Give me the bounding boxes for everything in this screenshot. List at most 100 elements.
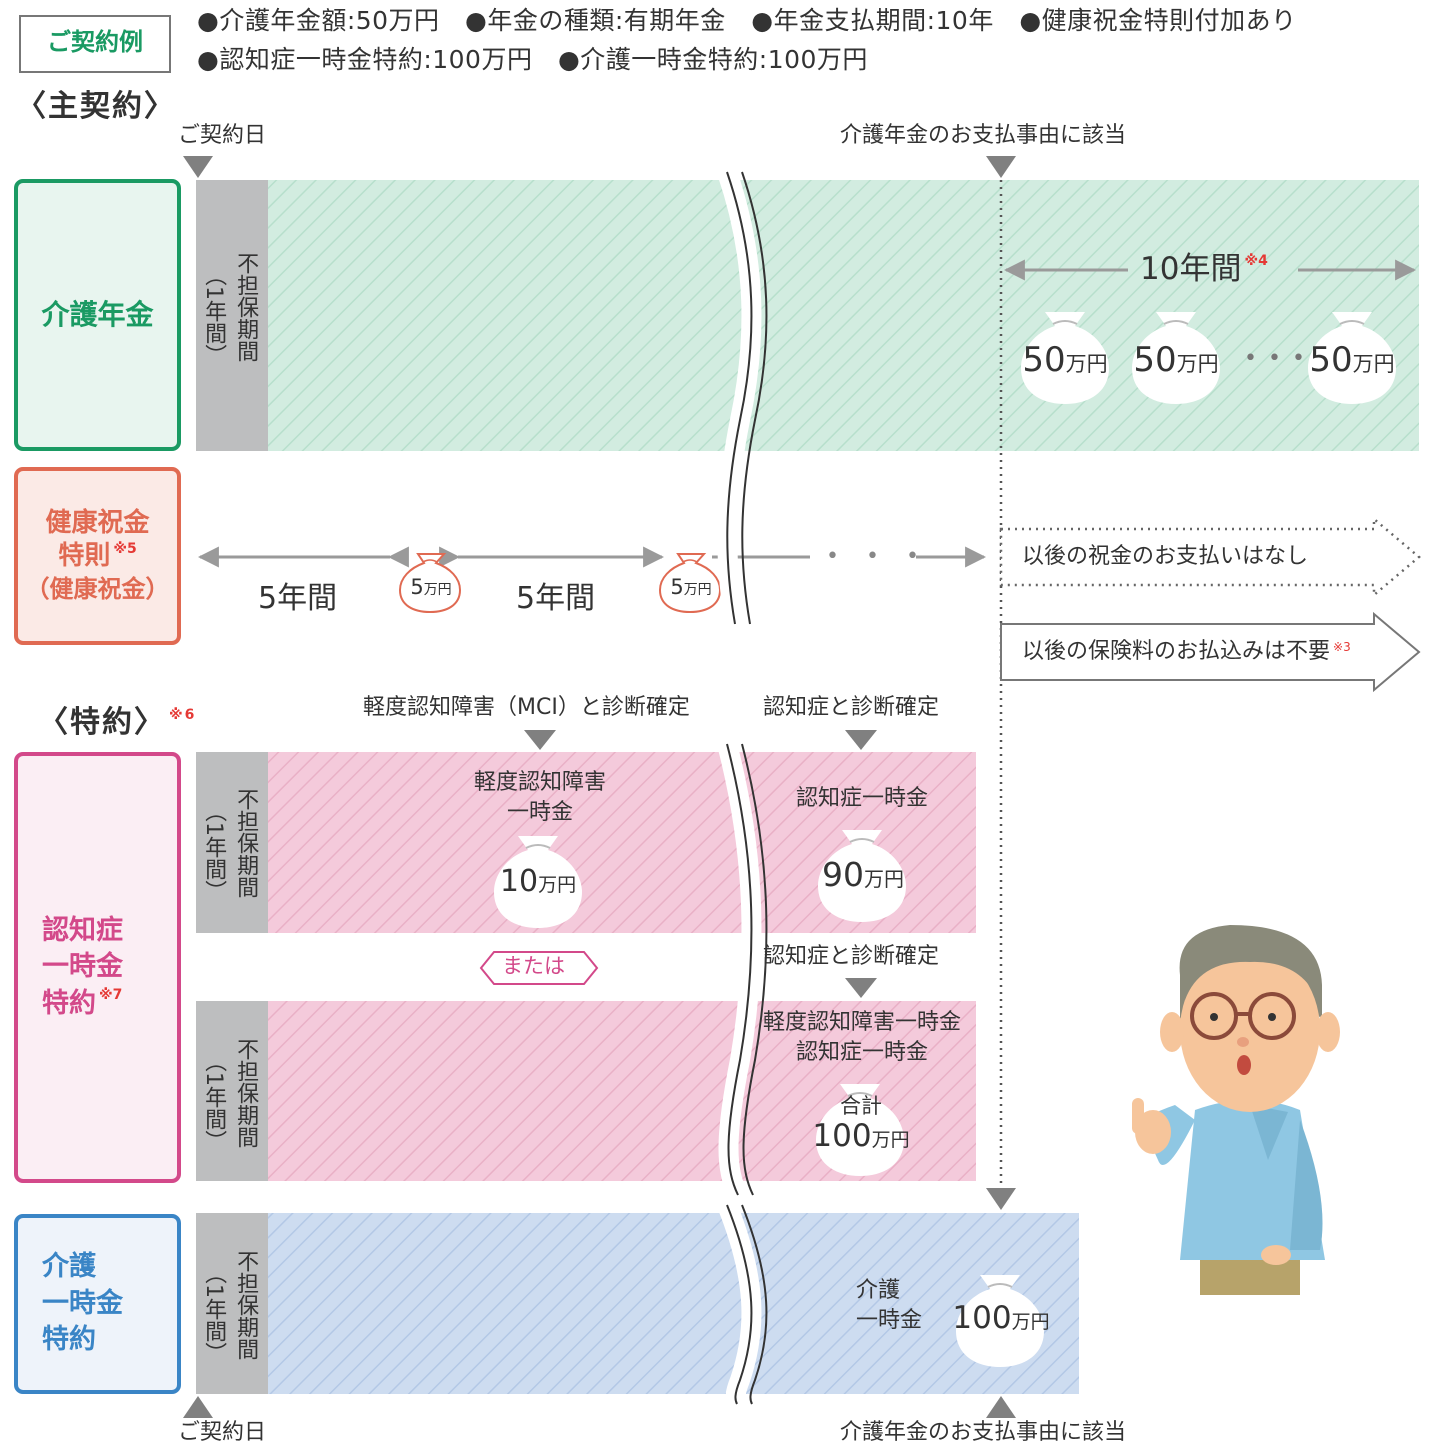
ninchisho-label: 認知症 一時金 特約※7 xyxy=(16,754,179,1181)
payment-3-unit: 万円 xyxy=(1352,352,1395,376)
ninchisho-lower-exemption-period: 不担保期間 xyxy=(233,1038,259,1148)
combined-amount-value: 100 xyxy=(812,1118,872,1154)
dementia-amount-value: 90 xyxy=(822,854,864,894)
kaigo-nenkin-label-text: 介護年金 xyxy=(41,297,154,331)
contract-date-label-bottom: ご契約日 xyxy=(178,1420,267,1445)
payment-1-unit: 万円 xyxy=(1065,352,1108,376)
kenko-label-line-3: （健康祝金） xyxy=(25,575,170,604)
ninchisho-label-line-3: 特約 xyxy=(42,987,96,1019)
kaigo-nenkin-label-frame xyxy=(14,179,181,451)
mci-amount-unit: 万円 xyxy=(538,874,577,896)
summary-badge: ご契約例 xyxy=(47,28,143,56)
kaigo-nenkin-coverage-bar xyxy=(268,180,1419,451)
trigger-label-bottom: 介護年金のお支払事由に該当 xyxy=(840,1420,1127,1445)
kaigo-ichijikin-exemption-period: 不担保期間 xyxy=(233,1250,259,1360)
dementia-diagnosis-event: 認知症と診断確定 xyxy=(763,695,940,720)
ninchisho-lower-exemption-bar xyxy=(196,1001,268,1181)
interval-label-1: 5年間 xyxy=(258,581,338,616)
summary-line-1: ●介護年金額:50万円 ●年金の種類:有期年金 ●年金支払期間:10年 ●健康祝… xyxy=(197,6,1297,35)
summary-badge-frame xyxy=(19,15,171,73)
combined-amount-unit: 万円 xyxy=(871,1129,910,1151)
combined-caption-line-1: 軽度認知障害一時金 xyxy=(762,1010,961,1035)
no-bonus-arrow xyxy=(999,516,1421,598)
no-premium-note: ※3 xyxy=(1333,640,1351,654)
dementia-event-marker-2 xyxy=(845,978,877,998)
payment-1-value: 50 xyxy=(1022,340,1066,380)
elderly-man-illustration xyxy=(1132,925,1340,1295)
trigger-marker-lower xyxy=(986,1188,1016,1210)
kenko-label-line-1: 健康祝金 xyxy=(45,507,150,538)
combined-total-label: 合計 xyxy=(840,1094,882,1118)
contract-date-marker-bottom xyxy=(183,1396,213,1418)
exemption-length-label: （1年間） xyxy=(201,264,227,366)
mci-event-marker xyxy=(524,730,556,750)
mci-amount-value: 10 xyxy=(499,864,539,899)
mci-caption: 軽度認知障害 一時金 xyxy=(440,768,640,827)
kaigo-ichijikin-amount-value: 100 xyxy=(952,1299,1012,1336)
ninchisho-label-line-3-wrap: 特約※7 xyxy=(42,986,122,1022)
rider-heading: 〈特約〉※6 xyxy=(38,708,196,738)
dementia-event-marker xyxy=(845,730,877,750)
kaigo-ichijikin-amount-unit: 万円 xyxy=(1011,1310,1050,1333)
kaigo-ichijikin-label-line-1: 介護 xyxy=(42,1251,96,1283)
kaigo-ichijikin-label-line-2: 一時金 xyxy=(42,1287,123,1319)
combined-caption-line-2: 認知症一時金 xyxy=(795,1039,928,1065)
kaigo-nenkin-label: 介護年金 xyxy=(16,181,179,449)
kenko-label-note: ※5 xyxy=(113,541,137,558)
payment-2-value: 50 xyxy=(1133,340,1177,380)
or-label-frame xyxy=(479,951,599,985)
payment-ellipsis: • • • xyxy=(1244,346,1307,371)
bonus-1-value: 5 xyxy=(410,574,424,599)
or-label: または xyxy=(502,954,565,978)
ninchisho-upper-exemption-period: 不担保期間 xyxy=(233,788,259,898)
kenko-label-line-2-wrap: 特則※5 xyxy=(58,540,136,574)
no-bonus-text: 以後の祝金のお支払いはなし xyxy=(1022,544,1309,569)
kaigo-ichijikin-caption: 介護 一時金 xyxy=(856,1276,940,1335)
ten-year-period-text: 10年間 xyxy=(1140,251,1242,287)
kenko-iwaikin-label-frame xyxy=(14,467,181,645)
exemption-period-label: 不担保期間 xyxy=(233,252,259,362)
dementia-caption: 認知症一時金 xyxy=(795,786,928,811)
main-contract-heading: 〈主契約〉 xyxy=(16,89,176,124)
summary-line-2: ●認知症一時金特約:100万円 ●介護一時金特約:100万円 xyxy=(197,45,868,74)
ninchisho-upper-exemption-length: （1年間） xyxy=(201,800,227,902)
rider-heading-note: ※6 xyxy=(169,707,197,723)
bonus-ellipsis: • • • xyxy=(826,544,929,569)
interval-label-2: 5年間 xyxy=(516,581,596,616)
kaigo-ichijikin-label-frame xyxy=(14,1214,181,1394)
no-premium-label: 以後の保険料のお払込みは不要 xyxy=(1022,639,1331,664)
trigger-marker-bottom xyxy=(986,1396,1016,1418)
ninchisho-lower-exemption-length: （1年間） xyxy=(201,1050,227,1152)
rider-heading-text: 〈特約〉 xyxy=(38,705,166,740)
mci-caption-line-2: 一時金 xyxy=(506,799,573,825)
payment-3-value: 50 xyxy=(1309,340,1353,380)
mci-caption-line-1: 軽度認知障害 xyxy=(473,770,606,795)
kaigo-ichijikin-caption-line-2: 一時金 xyxy=(856,1307,923,1333)
no-premium-arrow xyxy=(1000,611,1421,693)
bonus-2-unit: 万円 xyxy=(683,581,712,598)
ninchisho-label-note: ※7 xyxy=(99,986,123,1003)
kaigo-ichijikin-exemption-bar xyxy=(196,1213,268,1394)
contract-date-label-top: ご契約日 xyxy=(178,123,267,148)
bonus-1-unit: 万円 xyxy=(423,581,452,598)
dementia-diagnosis-event-2: 認知症と診断確定 xyxy=(763,944,940,969)
ninchisho-upper-exemption-bar xyxy=(196,752,268,933)
dementia-amount-unit: 万円 xyxy=(864,866,904,891)
ninchisho-label-line-2: 一時金 xyxy=(42,951,123,983)
no-premium-text: 以後の保険料のお払込みは不要※3 xyxy=(1022,641,1351,663)
kenko-iwaikin-label: 健康祝金 特則※5 （健康祝金） xyxy=(16,469,179,643)
payment-2-unit: 万円 xyxy=(1176,352,1219,376)
kaigo-ichijikin-exemption-length: （1年間） xyxy=(201,1262,227,1364)
kenko-label-line-2: 特則 xyxy=(58,541,111,572)
kaigo-ichijikin-label: 介護 一時金 特約 xyxy=(16,1216,179,1392)
combined-caption: 軽度認知障害一時金 認知症一時金 xyxy=(752,1008,972,1067)
